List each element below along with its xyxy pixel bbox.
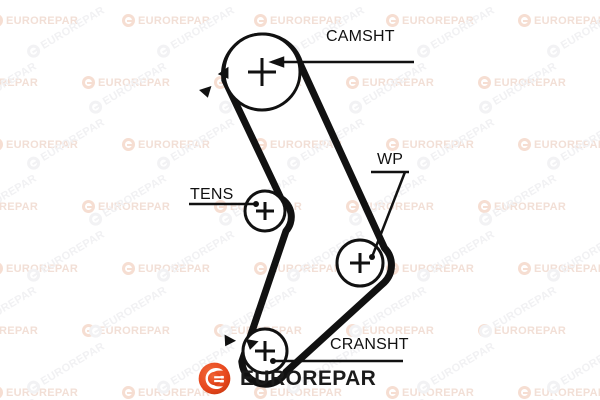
leader-line-wp	[369, 170, 409, 260]
pulley-wp	[335, 238, 385, 288]
leader-line-cransht	[270, 358, 403, 364]
eurorepar-logo-icon	[198, 362, 231, 395]
pulley-tens	[243, 189, 287, 233]
direction-arrow-camsht-lower	[199, 86, 212, 98]
brand-name: EUROREPAR	[240, 366, 377, 390]
label-wp: WP	[377, 151, 404, 168]
label-camsht: CAMSHT	[326, 28, 395, 45]
label-cransht: CRANSHT	[330, 336, 409, 353]
direction-arrow-cransht-inner	[245, 339, 259, 350]
label-tens: TENS	[190, 186, 234, 203]
pulley-camsht	[222, 32, 302, 112]
brand-logo-lockup: EUROREPAR	[198, 362, 376, 395]
direction-arrow-camsht-upper	[217, 66, 229, 79]
leader-line-camsht	[268, 56, 414, 68]
